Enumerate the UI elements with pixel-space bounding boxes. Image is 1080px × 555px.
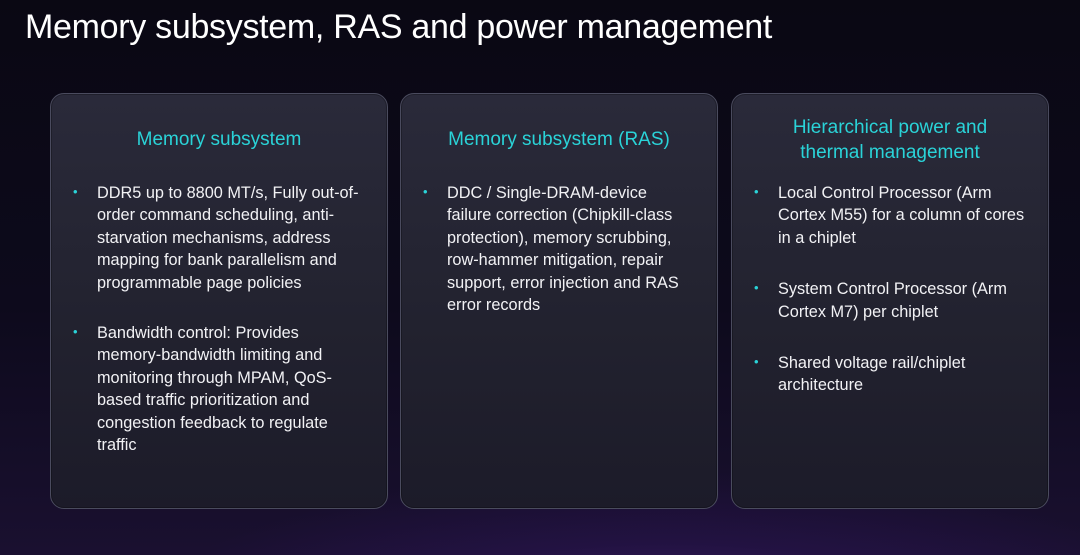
card-heading: Memory subsystem (RAS) bbox=[448, 129, 670, 150]
bullet-text: DDR5 up to 8800 MT/s, Fully out-of-order… bbox=[97, 184, 359, 292]
list-item: • System Control Processor (Arm Cortex M… bbox=[754, 278, 1028, 323]
bullet-list: • DDC / Single-DRAM-device failure corre… bbox=[423, 182, 695, 344]
card-heading: Hierarchical power and thermal managemen… bbox=[792, 117, 988, 163]
bullet-dot-icon: • bbox=[73, 324, 78, 340]
list-item: • Bandwidth control: Provides memory-ban… bbox=[73, 322, 365, 456]
card-power-thermal-management: Hierarchical power and thermal managemen… bbox=[731, 93, 1049, 509]
list-item: • Local Control Processor (Arm Cortex M5… bbox=[754, 182, 1028, 249]
bullet-text: Local Control Processor (Arm Cortex M55)… bbox=[778, 184, 1025, 247]
bullet-text: Shared voltage rail/chiplet architecture bbox=[778, 354, 966, 395]
bullet-list: • DDR5 up to 8800 MT/s, Fully out-of-ord… bbox=[73, 182, 365, 484]
list-item: • Shared voltage rail/chiplet architectu… bbox=[754, 352, 1028, 397]
bullet-list: • Local Control Processor (Arm Cortex M5… bbox=[754, 182, 1028, 426]
bullet-dot-icon: • bbox=[754, 280, 759, 296]
bullet-dot-icon: • bbox=[754, 354, 759, 370]
bullet-dot-icon: • bbox=[754, 184, 759, 199]
card-memory-subsystem-ras: Memory subsystem (RAS) • DDC / Single-DR… bbox=[400, 93, 718, 509]
card-heading: Memory subsystem bbox=[136, 129, 302, 150]
bullet-text: System Control Processor (Arm Cortex M7)… bbox=[778, 280, 1007, 321]
slide-title: Memory subsystem, RAS and power manageme… bbox=[25, 8, 773, 46]
card-memory-subsystem: Memory subsystem • DDR5 up to 8800 MT/s,… bbox=[50, 93, 388, 509]
bullet-text: Bandwidth control: Provides memory-bandw… bbox=[97, 324, 332, 455]
bullet-text: DDC / Single-DRAM-device failure correct… bbox=[447, 184, 679, 315]
list-item: • DDR5 up to 8800 MT/s, Fully out-of-ord… bbox=[73, 182, 365, 294]
list-item: • DDC / Single-DRAM-device failure corre… bbox=[423, 182, 695, 316]
bullet-dot-icon: • bbox=[423, 184, 428, 199]
bullet-dot-icon: • bbox=[73, 184, 78, 199]
